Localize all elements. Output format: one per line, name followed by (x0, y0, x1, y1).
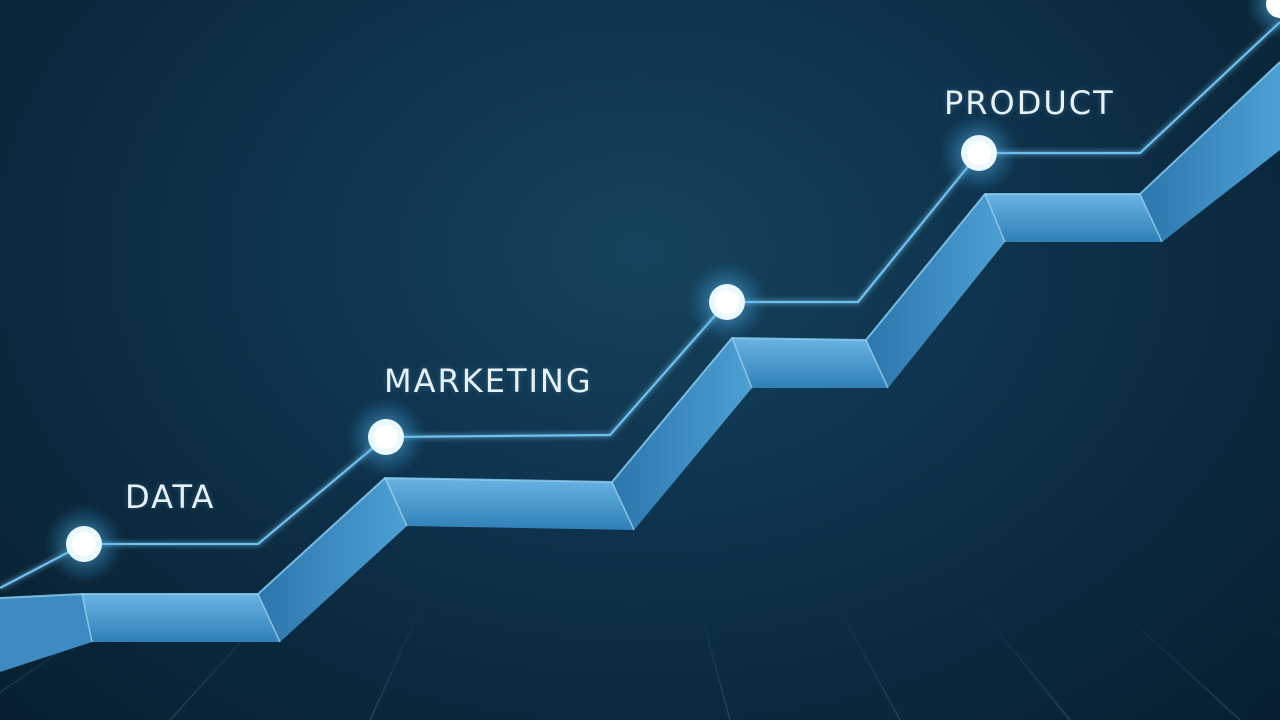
node-top (1246, 0, 1280, 38)
node-product (939, 113, 1019, 193)
node-marketing (346, 397, 426, 477)
node-data (44, 504, 124, 584)
milestone-label-product: PRODUCT (944, 84, 1115, 122)
node-step-3 (687, 262, 767, 342)
milestone-label-marketing: MARKETING (384, 362, 593, 400)
growth-ribbon (0, 61, 1280, 672)
milestone-label-data: DATA (125, 478, 216, 516)
progress-line (0, 19, 1280, 591)
grid-floor (0, 609, 1280, 720)
milestone-nodes (44, 0, 1280, 584)
